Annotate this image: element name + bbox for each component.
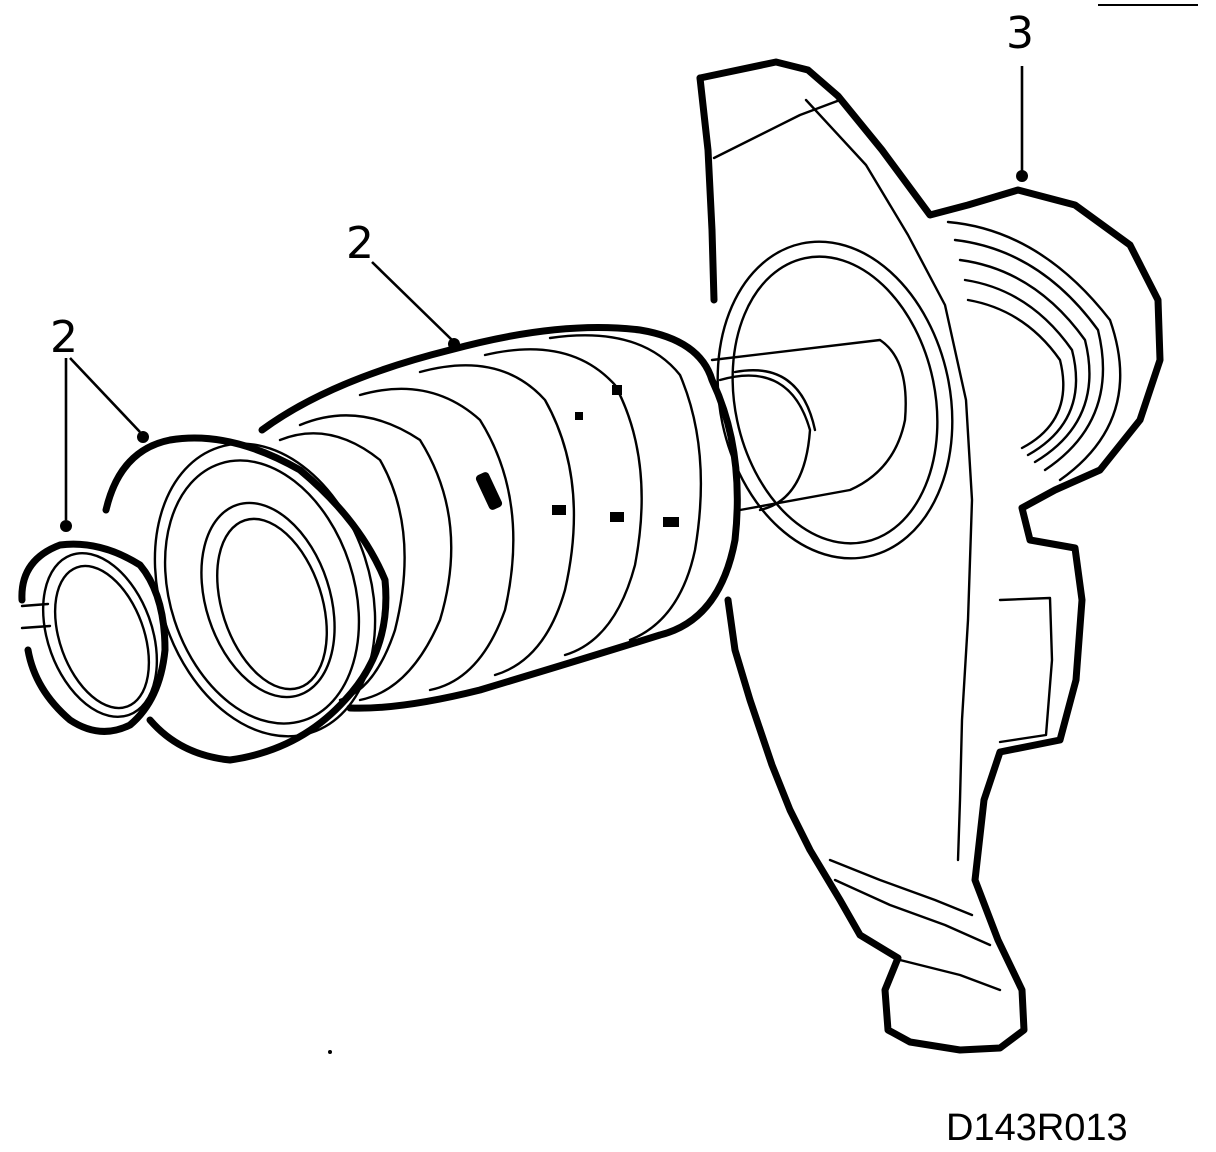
spring-coil bbox=[258, 324, 741, 712]
snap-ring-outline bbox=[18, 540, 169, 735]
bracket-tab-detail bbox=[998, 596, 1054, 744]
plate-bore-inner bbox=[731, 255, 939, 545]
figure-id: D143R013 bbox=[946, 1107, 1128, 1149]
callout-3-label: 3 bbox=[1006, 8, 1034, 59]
shaft bbox=[710, 338, 907, 512]
bushing-outline bbox=[102, 434, 390, 764]
bracket-lower-fold bbox=[828, 858, 1002, 992]
leader-2-left-a bbox=[69, 357, 141, 433]
boss-thread-rings bbox=[946, 220, 1122, 482]
bracket-plate-fold bbox=[712, 98, 974, 862]
bracket-plate bbox=[696, 58, 1164, 1054]
spring-outline bbox=[258, 324, 741, 712]
callout-2-top-label: 2 bbox=[346, 218, 374, 269]
leader-2-top bbox=[371, 261, 453, 341]
bracket-left-edge bbox=[696, 74, 718, 304]
plate-bore-outer bbox=[716, 240, 954, 560]
bracket-assembly bbox=[696, 58, 1164, 1054]
callout-2-left-label: 2 bbox=[50, 312, 78, 363]
snap-ring bbox=[18, 540, 169, 735]
